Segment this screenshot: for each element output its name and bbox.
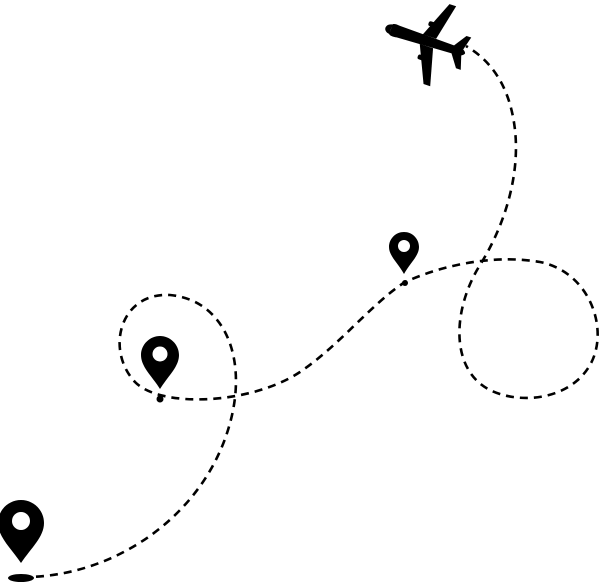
location-pin-icon (141, 336, 179, 389)
pin-dot-2 (156, 395, 164, 403)
start-marker-shadow (8, 574, 34, 582)
location-pin-icon (389, 232, 419, 274)
airplane-icon (385, 4, 472, 87)
dashed-flight-path (21, 44, 599, 579)
pin-dot-3 (402, 280, 408, 286)
location-pin-icon (0, 500, 44, 563)
